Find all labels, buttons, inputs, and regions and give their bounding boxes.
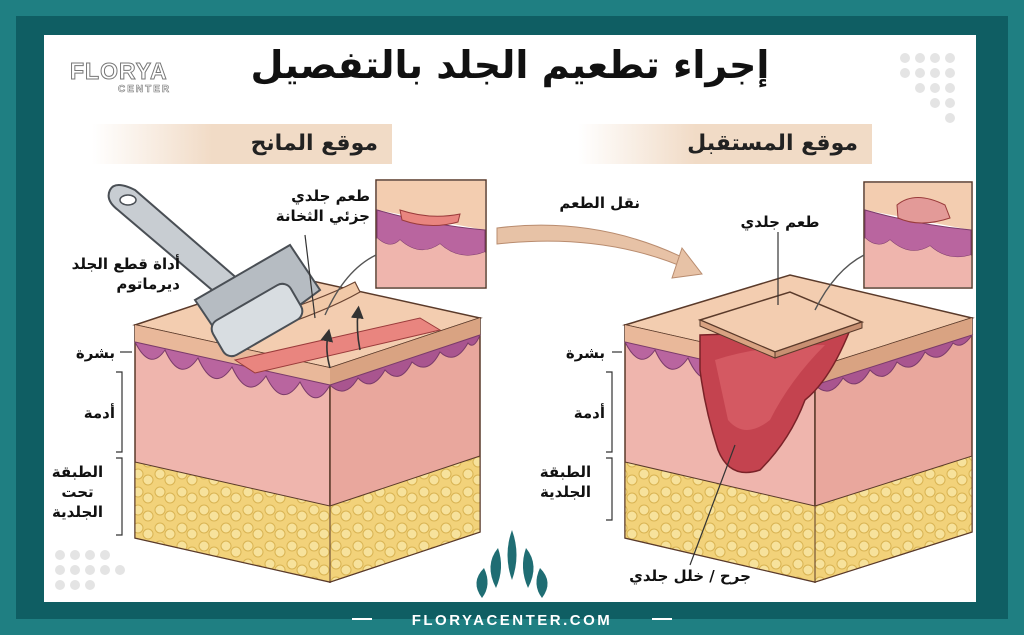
lift-arrow-2 <box>350 305 364 351</box>
recipient-skin-block <box>622 274 975 584</box>
footer-url: FLORYACENTER.COM <box>411 612 613 629</box>
recipient-graft-label: طعم جلدي <box>740 213 820 231</box>
decorative-dots-bottom-left <box>55 550 125 590</box>
florya-leaf-logo-icon <box>476 530 548 598</box>
lift-arrow-1 <box>320 328 334 369</box>
donor-zoom-inset <box>324 179 487 316</box>
transfer-label: نقل الطعم <box>559 194 640 212</box>
bracket-recipient-dermis <box>606 371 613 453</box>
dermatome-label-line2: ديرماتوم <box>116 275 180 293</box>
bracket-recipient-hypodermis <box>606 457 613 521</box>
donor-dermis-label: أدمة <box>83 404 115 422</box>
transfer-arrow-head <box>671 246 703 279</box>
pointer-donor-graft <box>304 234 316 319</box>
pointer-recipient-wound <box>689 444 736 566</box>
donor-epidermis-label: بشرة <box>75 344 115 362</box>
donor-hypodermis-line2: تحت <box>61 483 94 501</box>
recipient-hypodermis-line1: الطبقة <box>539 463 592 481</box>
dermatome-label-line1: أداة قطع الجلد <box>71 255 180 273</box>
brand-name: FLORYA <box>70 58 168 85</box>
bracket-donor-hypodermis <box>116 457 123 536</box>
transfer-arrow <box>496 224 693 271</box>
decorative-dots-top-right <box>900 53 955 123</box>
donor-hypodermis-line3: الجلدية <box>51 503 104 521</box>
dermatome-label: أداة قطع الجلد ديرماتوم <box>40 254 180 294</box>
recipient-epidermis-label: بشرة <box>565 344 605 362</box>
donor-graft-label-line2: جزئي الثخانة <box>275 207 370 225</box>
recipient-site-heading: موقع المستقبل <box>578 124 872 164</box>
recipient-hypodermis-line2: الجلدية <box>539 483 592 501</box>
recipient-dermis-label: أدمة <box>573 404 605 422</box>
wound-label: جرح / خلل جلدي <box>629 567 751 585</box>
donor-graft-label-line1: طعم جلدي <box>291 187 370 205</box>
brand-logo: FLORYA CENTER <box>70 58 190 98</box>
donor-hypodermis-label: الطبقة تحت الجلدية <box>40 462 115 522</box>
brand-sub: CENTER <box>118 84 172 96</box>
recipient-zoom-inset <box>814 181 973 311</box>
bracket-donor-dermis <box>116 371 123 453</box>
donor-skin-block <box>132 274 483 584</box>
donor-hypodermis-line1: الطبقة <box>51 463 104 481</box>
recipient-hypodermis-label: الطبقة الجلدية <box>528 462 603 502</box>
donor-site-heading: موقع المانح <box>92 124 392 164</box>
page-title: إجراء تطعيم الجلد بالتفصيل <box>250 43 770 87</box>
donor-graft-label: طعم جلدي جزئي الثخانة <box>230 186 370 226</box>
dermatome-tool <box>107 184 322 358</box>
